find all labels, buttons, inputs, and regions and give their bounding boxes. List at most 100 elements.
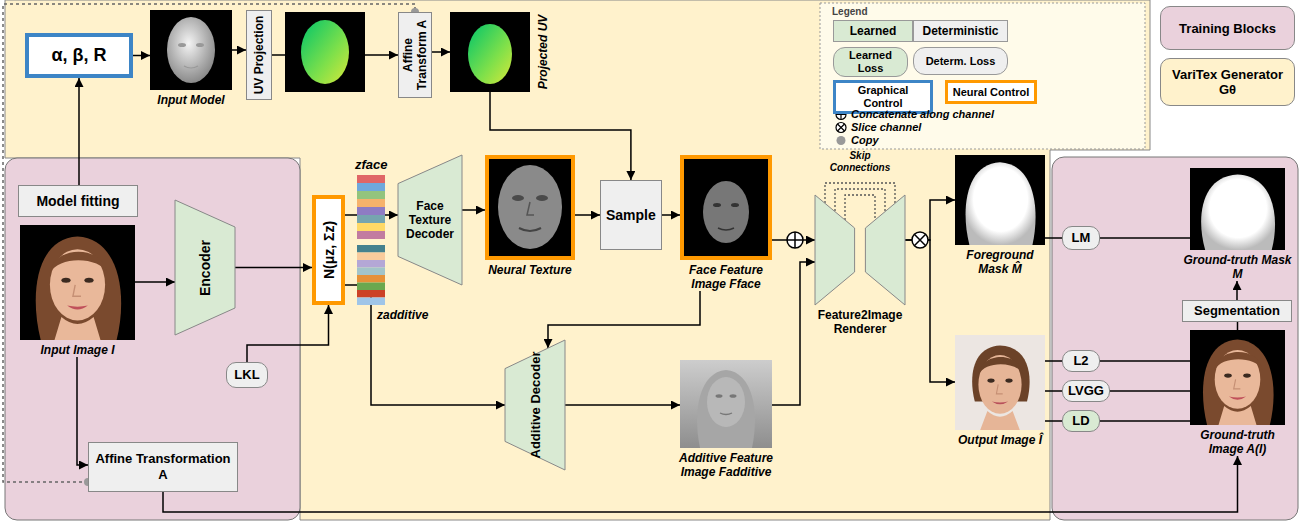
face-photo [955,335,1045,430]
image-frame [20,225,135,340]
node-label: LKL [234,367,259,383]
legend-symbol [836,123,846,133]
texture-picture [485,155,575,260]
legend-swatch: Learned Loss [833,47,908,77]
caption: Input Model [146,93,236,107]
rotated-label: Projected UV [536,12,550,92]
face-photo [20,225,135,340]
renderer-block: Feature2Image Renderer [805,195,915,336]
decoder-block: Face Texture Decoder [398,155,462,285]
loss-box: LD [1062,410,1100,432]
texture-picture [485,155,575,260]
connector [1110,390,1190,392]
rotated-label: UV Projection [252,14,266,96]
node-label: Sample [606,207,656,224]
block-shape [505,340,565,470]
feature-image: Additive Feature Image Fadditive [671,360,781,479]
legend-symbol [838,124,845,131]
node-label: LM [1072,230,1091,246]
feature-picture [697,370,755,448]
node-label: Encoder [197,205,213,330]
face-photo [955,335,1045,430]
latent-vector [357,183,385,191]
image-frame [955,335,1045,430]
mask-picture [955,155,1045,245]
image-frame [485,155,575,260]
slice-symbol [912,232,928,248]
connector [432,51,450,53]
process-box: Affine Transform A [398,12,432,98]
process-box: Affine Transformation A [88,442,238,492]
node-label: Additive Decoder [528,345,543,465]
image-frame [1190,168,1285,250]
latent-vector [357,207,385,215]
skip-connection-arc [845,195,875,220]
rotated-label: N(μz, Σz) [321,199,337,301]
legend-text: Copy [851,134,879,146]
slice-symbol [914,234,925,245]
generator-panel [5,0,1150,520]
annotation: zadditive [377,308,428,322]
latent-vector [357,231,385,239]
concat-symbol [787,232,803,248]
legend-swatch: Deterministic [913,20,1008,42]
caption: Additive Feature Image Fadditive [671,451,781,479]
mesh-picture [150,10,232,90]
node-label: Affine Transformation A [94,451,232,483]
caption: Input Image I [20,343,135,357]
connector-group [3,4,1238,512]
latent-vector [357,245,385,305]
renderer-shape [815,195,905,305]
caption: Foreground Mask M̂ [953,248,1048,276]
connector [548,291,700,348]
caption: Output Image Î [953,433,1048,447]
image-frame [450,12,530,92]
face-photo [1190,330,1285,425]
output-image: Output Image Î [953,335,1048,447]
connector [133,55,150,57]
annotation: Legend [832,6,868,18]
generator-panel [5,0,1150,520]
process-box: Model fitting [18,185,138,217]
block-shape [398,155,462,285]
mesh-picture [178,43,186,47]
latent-vector [357,191,385,199]
block-shape [815,195,855,305]
process-box: UV Projection [246,10,272,100]
image-frame [680,360,772,448]
legend-text: Learned [850,24,897,38]
latent-vector [357,275,385,283]
block-shape [175,200,235,335]
slice-symbol [912,232,928,248]
uv-picture [450,12,530,92]
concat-symbol [787,232,803,248]
caption: Neural Texture [483,263,578,277]
connector [1236,281,1238,300]
skip-connection-arc [835,189,885,211]
annotation: Skip Connections [825,150,895,174]
texture-picture [512,195,524,201]
caption: Ground-truth Image A(I) [1183,428,1293,456]
input-image: Input Image I [20,225,135,357]
image-frame [955,155,1045,245]
loss-box: LKL [226,362,268,388]
legend-text: VariTex Generator Gθ [1165,67,1290,97]
latent-vector [357,245,385,253]
legend-text: Concatenate along channel [851,108,994,120]
feature-picture [731,203,739,207]
process-box: Segmentation [1182,300,1292,322]
connector [575,214,600,216]
latent-vector [357,268,385,276]
connector [77,357,88,465]
connector [1045,420,1062,422]
legend-swatch: Determ. Loss [913,47,1008,75]
connector [565,404,680,406]
uv-picture [468,24,512,84]
node-label: α, β, R [51,45,106,66]
ground-truth-image: Ground-truth Image A(I) [1183,330,1293,456]
feature-picture [716,394,723,398]
copy-line [3,4,415,482]
legend-text: Determ. Loss [926,55,996,68]
node-label: Model fitting [36,193,119,210]
node-label: Face Texture Decoder [398,199,462,241]
